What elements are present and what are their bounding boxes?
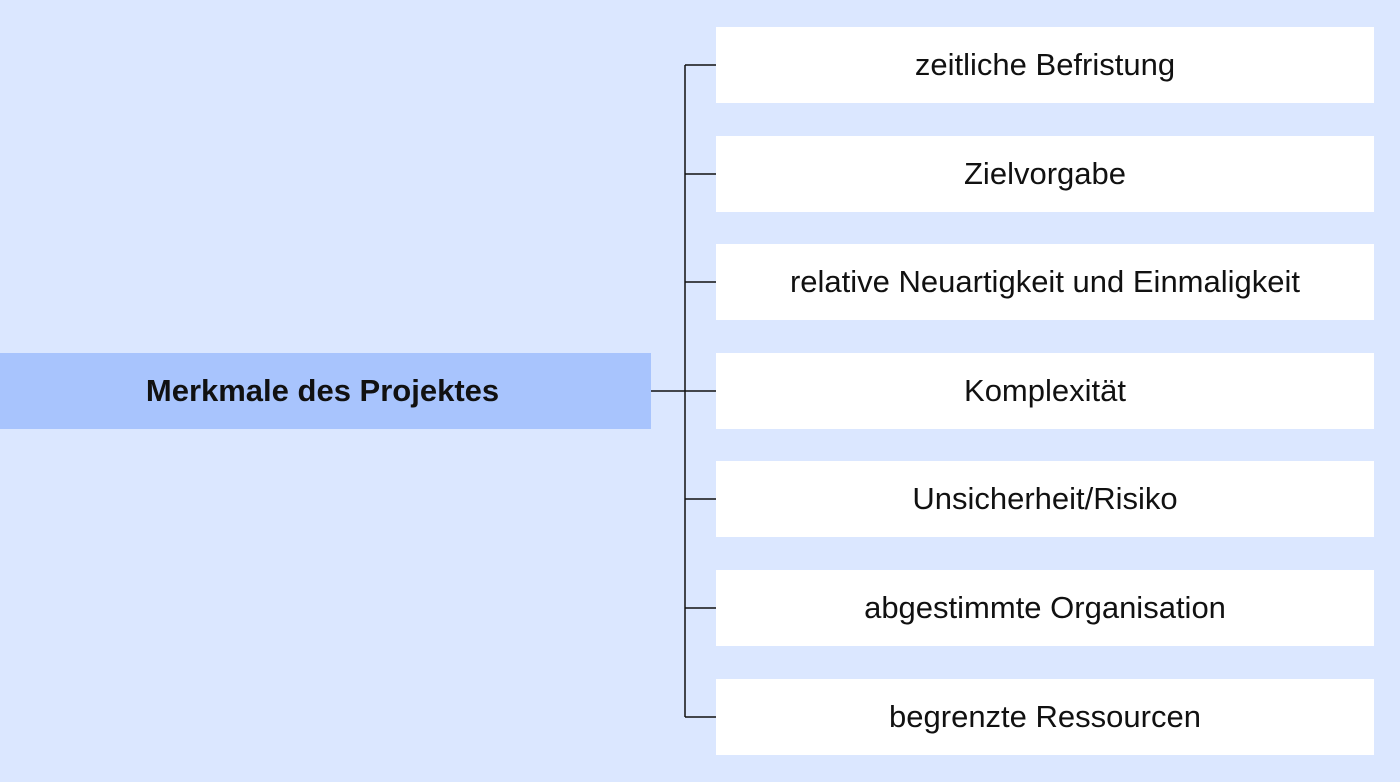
child-node-zeitliche-befristung: zeitliche Befristung <box>716 27 1374 103</box>
child-node-label: Zielvorgabe <box>964 156 1126 191</box>
child-node-zielvorgabe: Zielvorgabe <box>716 136 1374 212</box>
child-node-organisation: abgestimmte Organisation <box>716 570 1374 646</box>
child-node-label: relative Neuartigkeit und Einmaligkeit <box>789 264 1301 299</box>
child-node-ressourcen: begrenzte Ressourcen <box>716 679 1374 755</box>
child-node-label: zeitliche Befristung <box>914 47 1176 82</box>
child-node-unsicherheit-risiko: Unsicherheit/Risiko <box>716 461 1374 537</box>
child-node-komplexitaet: Komplexität <box>716 353 1374 429</box>
child-node-label: Unsicherheit/Risiko <box>912 481 1178 516</box>
root-node-label: Merkmale des Projektes <box>145 373 500 408</box>
root-node: Merkmale des Projektes <box>0 353 651 429</box>
child-node-neuartigkeit: relative Neuartigkeit und Einmaligkeit <box>716 244 1374 320</box>
child-node-label: begrenzte Ressourcen <box>889 699 1201 734</box>
child-node-label: Komplexität <box>964 373 1126 408</box>
child-node-label: abgestimmte Organisation <box>864 590 1226 625</box>
